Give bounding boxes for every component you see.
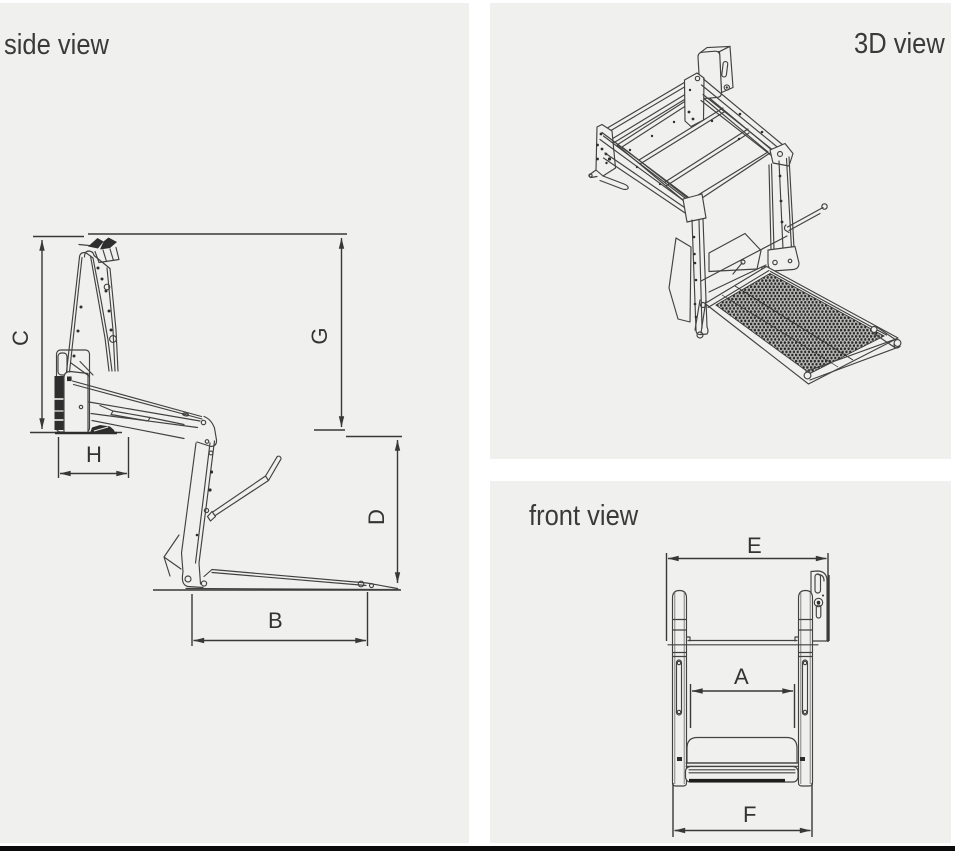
svg-text:D: D xyxy=(364,509,389,525)
svg-text:G: G xyxy=(307,327,332,344)
svg-text:C: C xyxy=(8,330,33,346)
svg-text:F: F xyxy=(743,802,756,827)
svg-text:E: E xyxy=(747,533,762,558)
svg-text:B: B xyxy=(268,608,283,633)
svg-text:A: A xyxy=(734,664,749,689)
svg-text:H: H xyxy=(86,442,102,467)
